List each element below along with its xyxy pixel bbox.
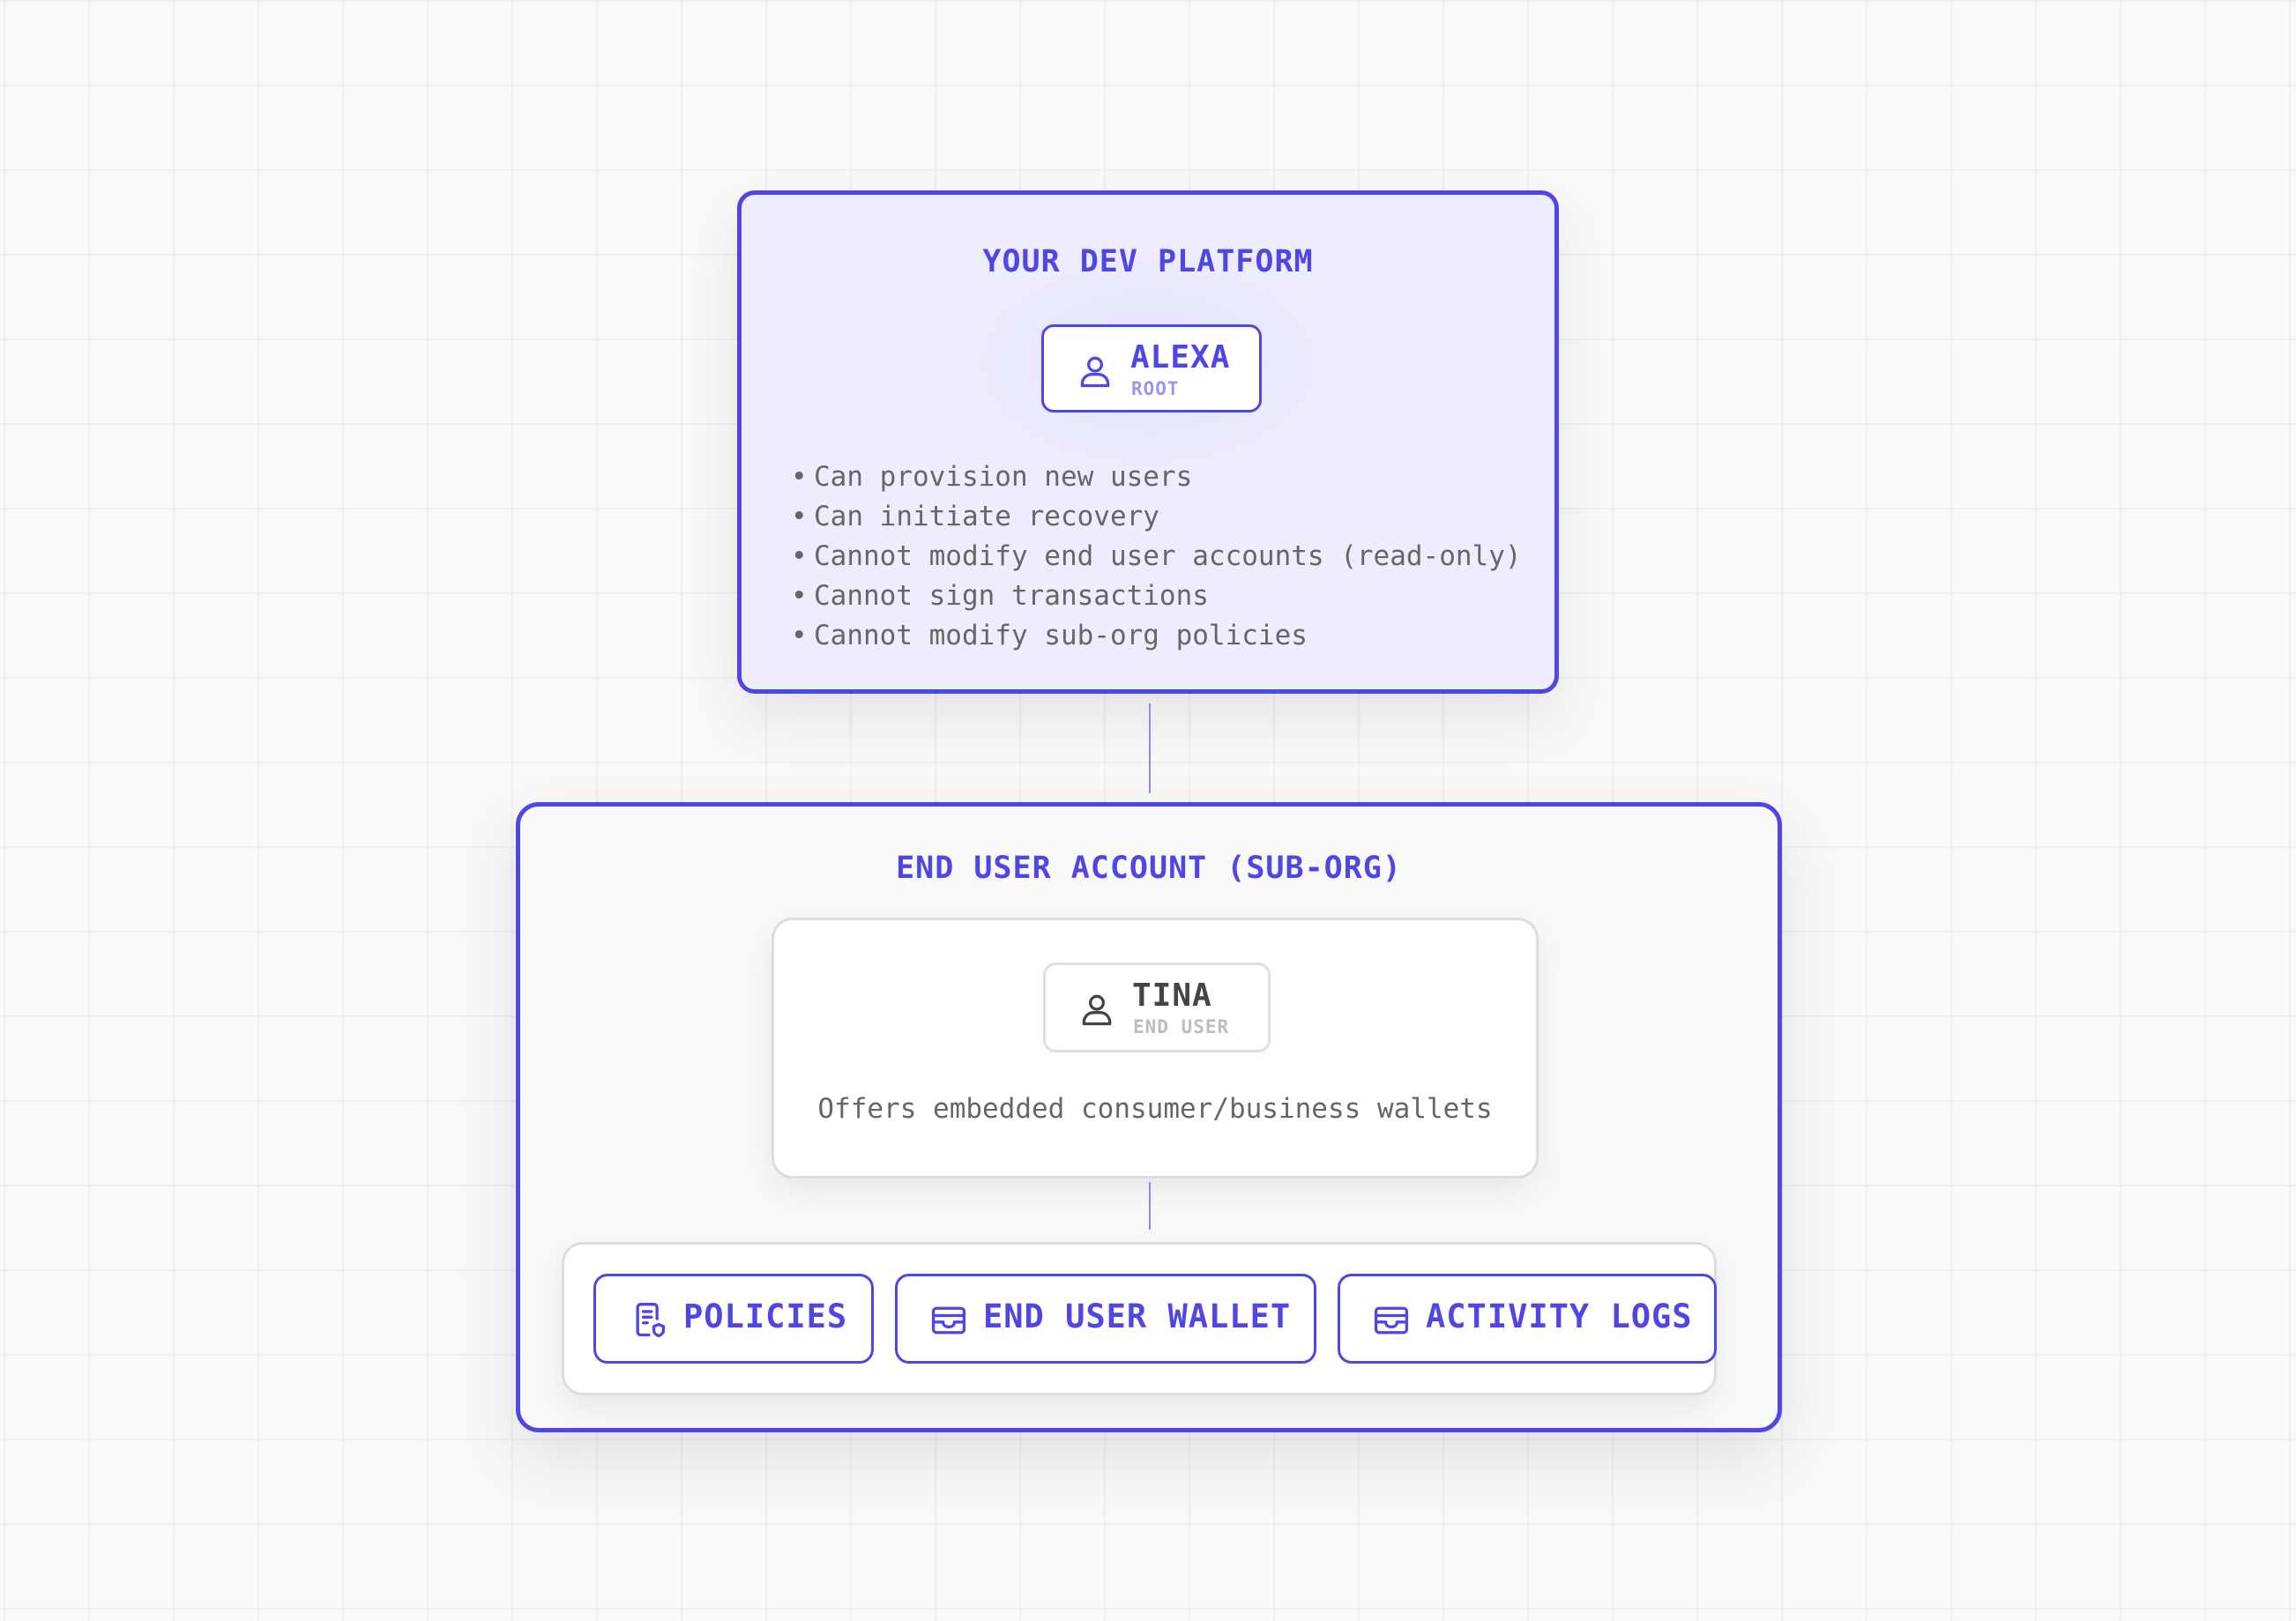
user-icon xyxy=(1080,356,1110,388)
bullet: • xyxy=(791,461,808,493)
dev-platform-box: YOUR DEV PLATFORM ALEXA ROOT •Can provis… xyxy=(737,190,1559,694)
connector-line xyxy=(1149,1182,1151,1230)
end-user-card: TINA END USER Offers embedded consumer/b… xyxy=(772,918,1539,1179)
end-user-name: TINA xyxy=(1132,978,1212,1014)
end-user-wallet-button[interactable]: END USER WALLET xyxy=(895,1274,1316,1364)
permission-text: Cannot modify end user accounts (read-on… xyxy=(814,540,1522,572)
permission-item: •Cannot modify sub-org policies xyxy=(791,616,1522,656)
bullet: • xyxy=(791,501,808,532)
root-user-name: ALEXA xyxy=(1130,339,1231,376)
permission-item: •Can initiate recovery xyxy=(791,497,1522,537)
suborg-box: END USER ACCOUNT (SUB-ORG) TINA END USER… xyxy=(516,802,1782,1432)
policies-button[interactable]: POLICIES xyxy=(593,1274,874,1364)
policy-document-icon xyxy=(636,1303,666,1338)
bullet: • xyxy=(791,620,808,651)
activity-logs-button[interactable]: ACTIVITY LOGS xyxy=(1338,1274,1717,1364)
permission-text: Can initiate recovery xyxy=(814,501,1159,532)
permission-text: Cannot modify sub-org policies xyxy=(814,620,1308,651)
bullet: • xyxy=(791,540,808,572)
resource-tray: POLICIES END USER WALLET ACTIVITY LOGS xyxy=(562,1242,1717,1395)
root-user-chip[interactable]: ALEXA ROOT xyxy=(1041,324,1262,413)
suborg-title: END USER ACCOUNT (SUB-ORG) xyxy=(896,851,1402,886)
permission-text: Cannot sign transactions xyxy=(814,580,1209,612)
end-user-description: Offers embedded consumer/business wallet… xyxy=(817,1093,1493,1125)
bullet: • xyxy=(791,580,808,612)
permission-text: Can provision new users xyxy=(814,461,1193,493)
dev-platform-title: YOUR DEV PLATFORM xyxy=(982,244,1314,279)
permission-list: •Can provision new users •Can initiate r… xyxy=(791,457,1522,656)
permission-item: •Can provision new users xyxy=(791,457,1522,497)
user-icon xyxy=(1082,994,1112,1026)
end-user-wallet-label: END USER WALLET xyxy=(983,1298,1292,1335)
end-user-chip[interactable]: TINA END USER xyxy=(1043,963,1271,1052)
root-user-role: ROOT xyxy=(1131,378,1180,399)
wallet-icon xyxy=(1374,1306,1409,1335)
policies-label: POLICIES xyxy=(683,1298,848,1335)
end-user-role: END USER xyxy=(1133,1016,1230,1037)
connector-line xyxy=(1149,703,1151,793)
permission-item: •Cannot modify end user accounts (read-o… xyxy=(791,537,1522,576)
wallet-icon xyxy=(931,1306,966,1335)
permission-item: •Cannot sign transactions xyxy=(791,576,1522,616)
activity-logs-label: ACTIVITY LOGS xyxy=(1426,1298,1693,1335)
